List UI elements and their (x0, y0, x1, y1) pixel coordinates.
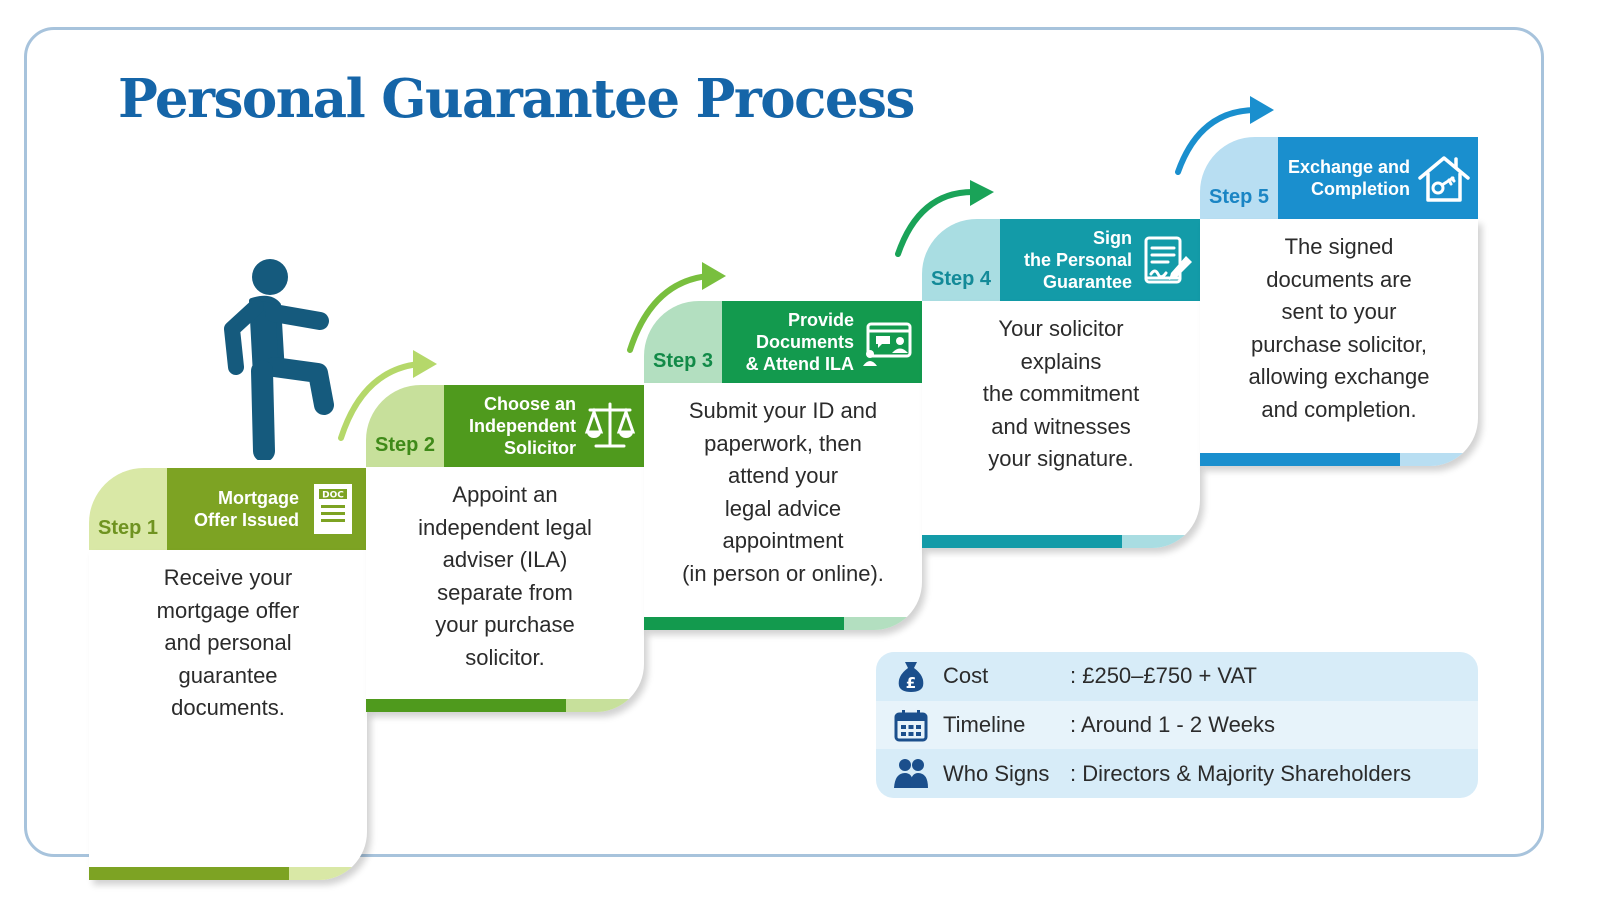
step-label: Step 3 (644, 301, 722, 383)
scales-icon (584, 402, 636, 448)
doc-icon: DOC (314, 484, 352, 534)
step-description: Appoint an independent legal adviser (IL… (418, 482, 592, 670)
step-label: Step 2 (366, 385, 444, 467)
info-row-timeline: Timeline : Around 1 - 2 Weeks (876, 700, 1478, 750)
step-description: Submit your ID and paperwork, then atten… (682, 398, 884, 586)
calendar-icon (894, 709, 928, 742)
step-title-bar: Mortgage Offer Issued DOC (167, 468, 367, 550)
step-title-bar: Provide Documents & Attend ILA (722, 301, 922, 383)
step-bar (922, 535, 1122, 548)
step-title: Provide Documents & Attend ILA (745, 310, 854, 374)
info-value: : Directors & Majority Shareholders (1070, 760, 1412, 786)
step-bar-accent (844, 617, 922, 630)
step-label: Step 4 (922, 219, 1000, 301)
people-icon (894, 758, 928, 788)
step-title-bar: Choose an Independent Solicitor (444, 385, 644, 467)
svg-text:DOC: DOC (322, 491, 344, 501)
step-arrow-icon (627, 262, 726, 353)
step-label: Step 1 (89, 468, 167, 550)
step-header: Step 4 Sign the Personal Guarantee (922, 219, 1200, 301)
step-card-5: Step 5 Exchange and Completion The signe… (1200, 137, 1478, 466)
info-key: Timeline (943, 711, 1026, 737)
step-header: Step 5 Exchange and Completion (1200, 137, 1478, 219)
house-key-icon (1418, 156, 1470, 202)
step-title: Choose an Independent Solicitor (469, 394, 576, 458)
step-title-bar: Exchange and Completion (1278, 137, 1478, 219)
step-card-2: Step 2 Choose an Independent Solicitor A… (366, 385, 644, 712)
step-title: Exchange and Completion (1287, 157, 1410, 199)
info-value: : Around 1 - 2 Weeks (1070, 711, 1276, 737)
step-title-bar: Sign the Personal Guarantee (1000, 219, 1200, 301)
money-bag-icon: £ (898, 662, 924, 693)
step-label: Step 5 (1200, 137, 1278, 219)
climbing-person-icon (224, 259, 334, 460)
step-card-3: Step 3 Provide Documents & Attend ILA Su… (644, 301, 922, 630)
page-title: Personal Guarantee Process (118, 68, 915, 130)
step-header: Step 1 Mortgage Offer Issued DOC (89, 468, 367, 550)
step-body: Your solicitor explains the commitment a… (922, 301, 1200, 548)
step-bar (89, 867, 289, 880)
step-body: Appoint an independent legal adviser (IL… (366, 467, 644, 712)
step-bar (366, 699, 566, 712)
step-description: Your solicitor explains the commitment a… (982, 316, 1140, 471)
step-card-4: Step 4 Sign the Personal Guarantee Your … (922, 219, 1200, 548)
step-description: Receive your mortgage offer and personal… (156, 565, 300, 720)
step-bar (1200, 453, 1400, 466)
info-key: Cost (943, 663, 989, 689)
info-row-who-signs: Who Signs : Directors & Majority Shareho… (876, 749, 1478, 798)
info-box: £ Cost : £250–£750 + VAT Timeline : Arou… (876, 652, 1478, 798)
step-card-1: Step 1 Mortgage Offer Issued DOC Receive… (89, 468, 367, 880)
video-meeting-icon (863, 322, 912, 366)
step-bar-accent (1400, 453, 1478, 466)
step-body: Submit your ID and paperwork, then atten… (644, 383, 922, 630)
step-body: Receive your mortgage offer and personal… (89, 550, 367, 880)
step-description: The signed documents are sent to your pu… (1248, 234, 1430, 422)
step-title: Mortgage Offer Issued (193, 488, 299, 530)
step-body: The signed documents are sent to your pu… (1200, 219, 1478, 466)
step-bar-accent (289, 867, 367, 880)
step-arrow-icon (895, 180, 994, 257)
step-title: Sign the Personal Guarantee (1023, 228, 1132, 292)
info-value: : £250–£750 + VAT (1070, 663, 1257, 689)
step-bar-accent (1122, 535, 1200, 548)
info-row-cost: £ Cost : £250–£750 + VAT (876, 652, 1478, 701)
svg-text:£: £ (906, 674, 916, 692)
info-key: Who Signs (943, 760, 1050, 786)
step-arrow-icon (1175, 96, 1274, 175)
step-header: Step 2 Choose an Independent Solicitor (366, 385, 644, 467)
step-bar-accent (566, 699, 644, 712)
step-bar (644, 617, 844, 630)
step-header: Step 3 Provide Documents & Attend ILA (644, 301, 922, 383)
sign-document-icon (1144, 236, 1192, 284)
